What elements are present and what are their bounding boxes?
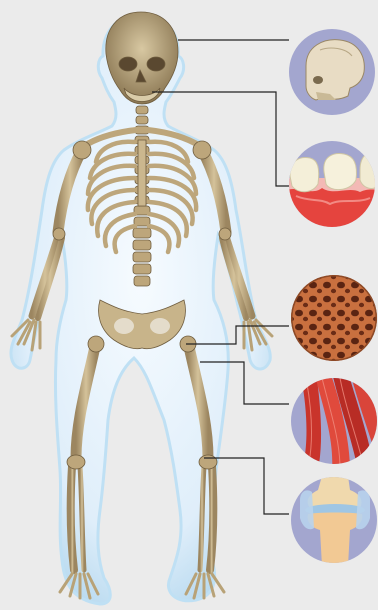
spongy-bone-icon (290, 274, 378, 364)
bone-callout (290, 274, 378, 364)
muscle-fibers-icon (300, 372, 378, 470)
right-knee (199, 455, 217, 469)
muscle-callout (291, 372, 378, 470)
left-knee (67, 455, 85, 469)
teeth-callout (286, 141, 378, 230)
skull-callout (289, 29, 375, 115)
teeth-gums-icon (286, 152, 378, 230)
joint-callout (291, 476, 377, 566)
